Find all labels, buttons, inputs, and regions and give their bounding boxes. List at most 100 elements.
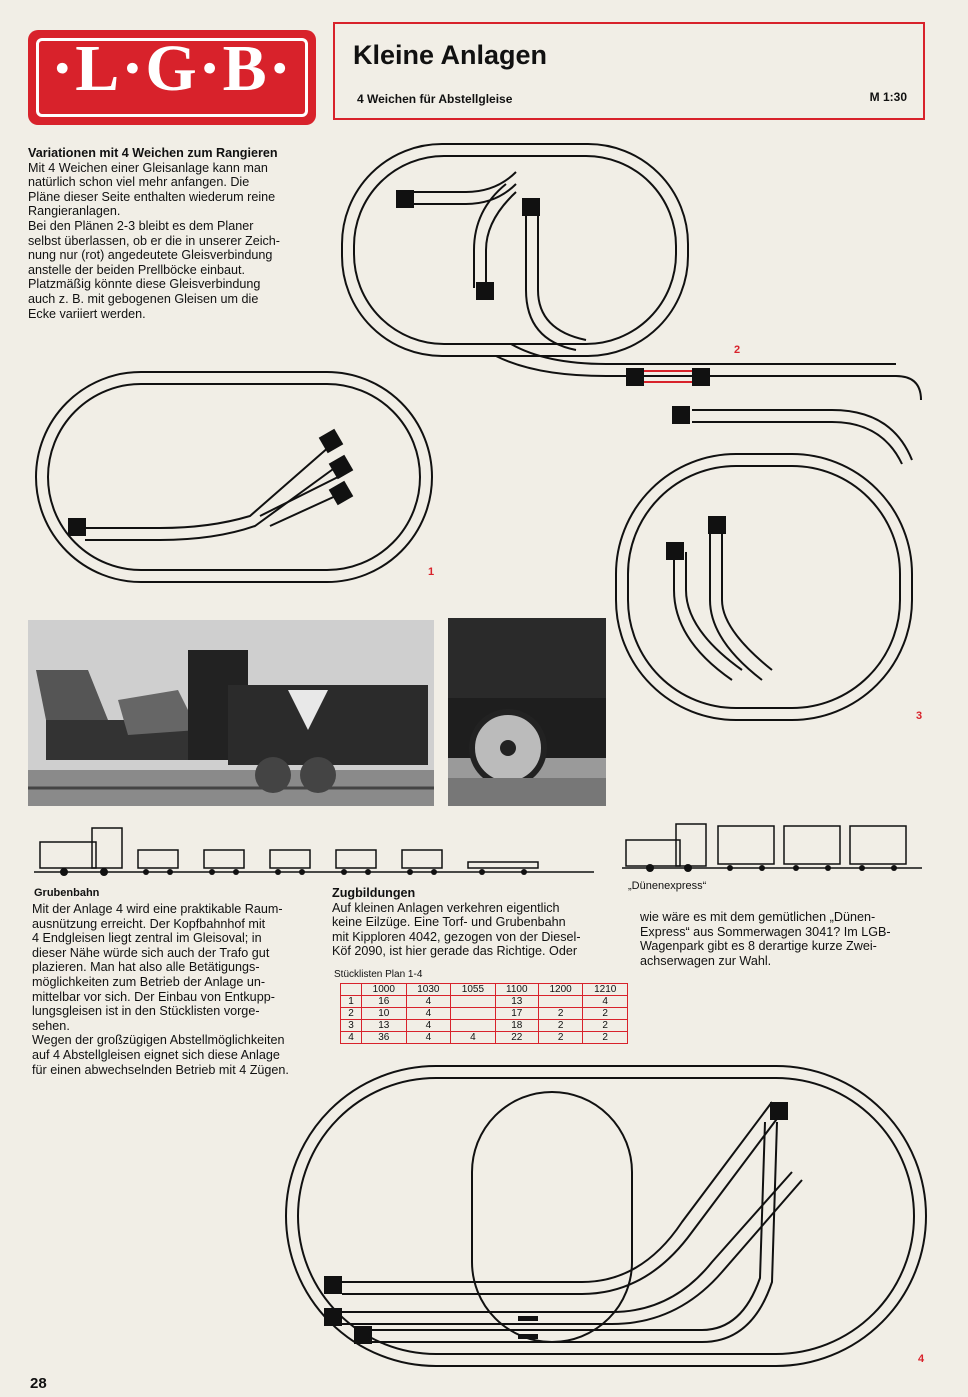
track-plan-3	[615, 406, 913, 721]
caption-duenenexpress: „Dünenexpress“	[628, 880, 707, 892]
lgb-logo: ·L·G·B·	[28, 30, 316, 125]
body-line: möglichkeiten zum Betrieb der Anlage un-	[32, 974, 266, 989]
body-line: Express“ aus Sommerwagen 3041? Im LGB-	[640, 924, 891, 939]
table-cell: 1	[340, 995, 362, 1008]
uncoupler-track-icon	[518, 1334, 538, 1339]
table-cell	[537, 995, 584, 1008]
table-cell: 13	[494, 995, 539, 1008]
table-cell: 2	[582, 1031, 628, 1044]
table-cell: 4	[405, 995, 452, 1008]
body-line: auf 4 Abstellgleisen eignet sich diese A…	[32, 1047, 280, 1062]
photo-illustration	[448, 618, 606, 806]
intro-line: Rangieranlagen.	[28, 204, 121, 219]
table-cell: 16	[361, 995, 407, 1008]
buffer-stop-icon	[672, 406, 690, 424]
table-cell: 17	[494, 1007, 539, 1020]
plan-number-4: 4	[918, 1353, 925, 1365]
intro-line: Bei den Plänen 2-3 bleibt es dem Planer	[28, 218, 254, 233]
table-cell: 13	[361, 1019, 407, 1032]
body-line: dieser Nähe würde sich auch der Trafo gu…	[32, 945, 270, 960]
table-cell: 4	[450, 1031, 496, 1044]
table-cell: 2	[582, 1007, 628, 1020]
track-plan-1	[35, 371, 433, 583]
table-header-cell: 1100	[494, 983, 539, 996]
buffer-stop-icon	[476, 282, 494, 300]
caption-grubenbahn: Grubenbahn	[34, 887, 100, 899]
table-header-cell: 1055	[450, 983, 496, 996]
buffer-stop-icon	[522, 198, 540, 216]
buffer-stop-icon	[324, 1308, 342, 1326]
page-subtitle: 4 Weichen für Abstellgleise	[357, 92, 513, 106]
photo-illustration	[28, 620, 434, 806]
table-header-row: 1000 1030 1055 1100 1200 1210	[340, 983, 628, 996]
buffer-stop-icon	[708, 516, 726, 534]
body-line: sehen.	[32, 1018, 70, 1033]
table-header-cell: 1000	[361, 983, 407, 996]
buffer-stop-icon	[324, 1276, 342, 1294]
intro-line: Mit 4 Weichen einer Gleisanlage kann man	[28, 160, 268, 175]
intro-heading: Variationen mit 4 Weichen zum Rangieren	[28, 146, 278, 160]
plan-number-2: 2	[734, 344, 741, 356]
body-line: Auf kleinen Anlagen verkehren eigentlich	[332, 900, 560, 915]
duenenexpress-train-drawing	[622, 823, 922, 872]
table-cell: 4	[405, 1019, 452, 1032]
body-line: ausnützung erreicht. Der Kopfbahnhof mit	[32, 916, 266, 931]
buffer-stop-icon	[318, 428, 344, 454]
parts-table-title: Stücklisten Plan 1-4	[334, 969, 423, 980]
buffer-stop-icon	[770, 1102, 788, 1120]
table-cell: 3	[340, 1019, 362, 1032]
table-header-cell: 1200	[537, 983, 584, 996]
body-line: Wegen der großzügigen Abstellmöglichkeit…	[32, 1033, 285, 1048]
table-cell: 4	[405, 1007, 452, 1020]
table-cell	[450, 1019, 496, 1032]
logo-text: ·L·G·B·	[51, 32, 293, 105]
body-line: plazieren. Man hat also alle Betätigungs…	[32, 960, 260, 975]
section-heading: Zugbildungen	[332, 886, 416, 900]
table-cell: 2	[340, 1007, 362, 1020]
intro-line: auch z. B. mit gebogenen Gleisen um die	[28, 291, 259, 306]
intro-line: Platzmäßig könnte diese Gleisverbindung	[28, 277, 261, 292]
table-header-cell: 1210	[582, 983, 628, 996]
buffer-stop-icon	[328, 480, 354, 506]
body-line: mit Kipploren 4042, gezogen von der Dies…	[332, 929, 581, 944]
body-line: Köf 2090, ist hier gerade das Richtige. …	[332, 944, 578, 959]
uncoupler-track-icon	[518, 1316, 538, 1321]
intro-line: Pläne dieser Seite enthalten wiederum re…	[28, 189, 276, 204]
page-number: 28	[30, 1375, 47, 1392]
buffer-stop-icon	[68, 518, 86, 536]
table-cell: 4	[405, 1031, 452, 1044]
intro-line: anstelle der beiden Prellböcke einbaut.	[28, 262, 246, 277]
body-line: mittelbar vor sich. Der Einbau von Entku…	[32, 989, 275, 1004]
track-plan-4	[285, 1065, 927, 1367]
body-line: wie wäre es mit dem gemütlichen „Dünen-	[640, 910, 876, 924]
buffer-stop-icon	[354, 1326, 372, 1344]
buffer-stop-icon	[666, 542, 684, 560]
body-line: lungsgleisen ist in den Stücklisten vorg…	[32, 1004, 260, 1019]
table-cell: 4	[340, 1031, 362, 1044]
buffer-stop-icon	[328, 454, 354, 480]
body-line: keine Eilzüge. Eine Torf- und Grubenbahn	[332, 915, 566, 930]
text-plan-4: Mit der Anlage 4 wird eine praktikable R…	[32, 902, 327, 1077]
wheel-closeup-photo	[448, 618, 606, 806]
text-zugbildungen: Zugbildungen Auf kleinen Anlagen verkehr…	[332, 886, 632, 959]
buffer-stop-icon	[692, 368, 710, 386]
intro-text: Variationen mit 4 Weichen zum Rangieren …	[28, 146, 328, 321]
table-row: 4 36 4 4 22 2 2	[340, 1031, 628, 1044]
buffer-stop-icon	[396, 190, 414, 208]
intro-line: Ecke variiert werden.	[28, 306, 146, 321]
header-box: Kleine Anlagen 4 Weichen für Abstellglei…	[333, 22, 925, 120]
logo-frame	[36, 38, 308, 117]
table-row: 3 13 4 18 2 2	[340, 1019, 628, 1032]
parts-table: 1000 1030 1055 1100 1200 1210 1 16 4 13 …	[340, 983, 628, 1044]
body-line: Wagenpark gibt es 8 derartige kurze Zwei…	[640, 939, 877, 954]
table-cell: 2	[537, 1019, 584, 1032]
table-row: 1 16 4 13 4	[340, 995, 628, 1008]
body-line: für einen abwechselnden Betrieb mit 4 Zü…	[32, 1062, 289, 1077]
table-cell: 2	[582, 1019, 628, 1032]
table-cell: 4	[582, 995, 628, 1008]
table-header-cell: 1030	[405, 983, 452, 996]
body-line: achserwagen zur Wahl.	[640, 953, 772, 968]
grubenbahn-train-drawing	[34, 827, 594, 876]
table-cell	[450, 995, 496, 1008]
table-cell: 36	[361, 1031, 407, 1044]
